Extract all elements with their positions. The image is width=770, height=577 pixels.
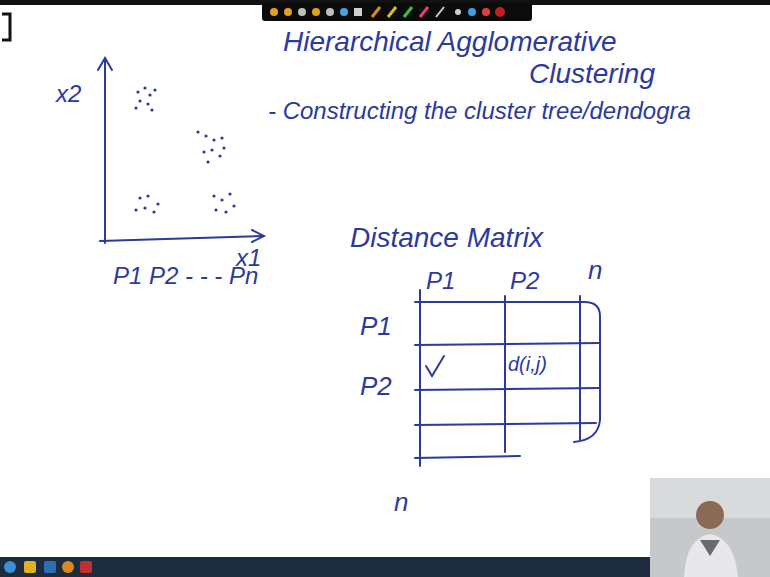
- lecture-title: Hierarchical Agglomerative Clustering: [283, 26, 655, 90]
- point-list: P1 P2 - - - Pn: [113, 262, 258, 290]
- row-count: n: [394, 488, 408, 518]
- data-points: [134, 86, 235, 213]
- axis-label: x2: [56, 80, 81, 108]
- subtitle-note: - Constructing the cluster tree/dendogra: [268, 97, 691, 125]
- column-header: P1: [426, 267, 455, 295]
- column-count: n: [588, 256, 602, 286]
- row-header: P2: [360, 372, 392, 402]
- matrix-cell: d(i,j): [508, 353, 547, 376]
- pen-toolbar: [262, 3, 532, 21]
- scatter-axes: [98, 58, 264, 243]
- column-header: P2: [510, 267, 539, 295]
- edge-bracket: [2, 14, 10, 40]
- row-header: P1: [360, 312, 392, 342]
- section-heading: Distance Matrix: [350, 222, 543, 254]
- webcam-inset: [650, 478, 770, 577]
- matrix-grid: [415, 290, 600, 466]
